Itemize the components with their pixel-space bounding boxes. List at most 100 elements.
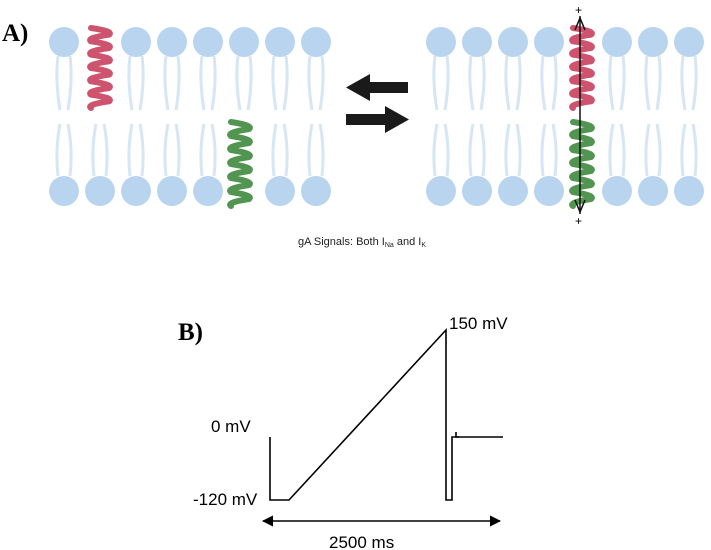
lipid-pair: [638, 27, 668, 206]
lipid-head: [157, 27, 187, 57]
lipid-tail: [443, 55, 450, 111]
holding-voltage-label: -120 mV: [193, 490, 258, 509]
lipid-head: [229, 27, 259, 57]
lipid-head: [49, 27, 79, 57]
helix-green-left: [227, 119, 253, 209]
lipid-head: [49, 176, 79, 206]
lipid-tail: [174, 55, 181, 111]
lipid-pair: [426, 27, 456, 206]
helix-red-right: [569, 25, 595, 111]
voltage-protocol-trace: [269, 327, 503, 501]
helix-green-right: [569, 119, 595, 209]
lipid-pair: [193, 27, 223, 206]
lipid-tail: [55, 123, 62, 177]
lipid-tail: [608, 55, 615, 111]
lipid-head: [498, 176, 528, 206]
lipid-tail: [174, 123, 181, 177]
lipid-head: [121, 176, 151, 206]
panel-b-label: B): [178, 319, 203, 346]
lipid-tail: [619, 55, 626, 111]
duration-label: 2500 ms: [329, 533, 394, 550]
lipid-tail: [479, 123, 486, 177]
panel-a: A) + + gA Signal: [2, 3, 704, 249]
plus-sign-bottom: +: [575, 214, 582, 228]
lipid-pair: [534, 27, 564, 206]
lipid-tail: [127, 123, 134, 177]
lipid-tail: [680, 55, 687, 111]
lipid-tail: [644, 123, 651, 177]
lipid-tail: [102, 123, 109, 177]
lipid-tail: [55, 55, 62, 111]
membrane-right: [426, 27, 704, 206]
lipid-tail: [432, 123, 439, 177]
lipid-head: [534, 176, 564, 206]
lipid-head: [157, 176, 187, 206]
arrow-left-icon: [346, 74, 408, 101]
lipid-head: [462, 27, 492, 57]
lipid-head: [265, 176, 295, 206]
lipid-tail: [504, 123, 511, 177]
lipid-head: [265, 27, 295, 57]
lipid-tail: [515, 55, 522, 111]
lipid-tail: [138, 123, 145, 177]
lipid-tail: [468, 55, 475, 111]
arrow-right-icon: [346, 106, 409, 133]
lipid-tail: [138, 55, 145, 111]
lipid-head: [301, 27, 331, 57]
lipid-pair: [121, 27, 151, 206]
membrane-left: [49, 27, 331, 206]
lipid-head: [462, 176, 492, 206]
lipid-tail: [282, 123, 289, 177]
lipid-tail: [318, 123, 325, 177]
panel-a-caption: gA Signals: Both INa and IK: [298, 236, 426, 249]
lipid-tail: [551, 123, 558, 177]
lipid-pair: [602, 27, 632, 206]
lipid-tail: [271, 55, 278, 111]
lipid-tail: [318, 55, 325, 111]
lipid-tail: [271, 123, 278, 177]
lipid-tail: [468, 123, 475, 177]
lipid-head: [674, 176, 704, 206]
lipid-head: [426, 27, 456, 57]
plus-sign-top: +: [575, 3, 582, 17]
lipid-tail: [210, 55, 217, 111]
lipid-tail: [443, 123, 450, 177]
lipid-head: [498, 27, 528, 57]
lipid-tail: [163, 123, 170, 177]
lipid-tail: [163, 55, 170, 111]
lipid-tail: [307, 123, 314, 177]
lipid-tail: [619, 123, 626, 177]
lipid-tail: [246, 55, 253, 111]
lipid-pair: [85, 123, 115, 206]
lipid-head: [193, 176, 223, 206]
lipid-head: [638, 176, 668, 206]
helix-red-left: [87, 25, 113, 111]
lipid-pair: [498, 27, 528, 206]
lipid-pair: [229, 27, 259, 111]
peak-voltage-label: 150 mV: [449, 314, 508, 333]
lipid-tail: [199, 123, 206, 177]
equilibrium-arrows: [346, 74, 409, 133]
lipid-head: [674, 27, 704, 57]
lipid-head: [193, 27, 223, 57]
lipid-tail: [66, 123, 73, 177]
lipid-tail: [691, 123, 698, 177]
lipid-tail: [680, 123, 687, 177]
lipid-tail: [540, 123, 547, 177]
lipid-pair: [49, 27, 79, 206]
lipid-tail: [479, 55, 486, 111]
lipid-pair: [157, 27, 187, 206]
zero-voltage-label: 0 mV: [211, 417, 251, 436]
lipid-tail: [210, 123, 217, 177]
lipid-tail: [540, 55, 547, 111]
lipid-head: [534, 27, 564, 57]
lipid-tail: [691, 55, 698, 111]
lipid-tail: [307, 55, 314, 111]
lipid-tail: [655, 123, 662, 177]
lipid-tail: [644, 55, 651, 111]
lipid-head: [301, 176, 331, 206]
lipid-head: [602, 27, 632, 57]
dimer-axis: + +: [574, 3, 586, 228]
lipid-head: [85, 176, 115, 206]
